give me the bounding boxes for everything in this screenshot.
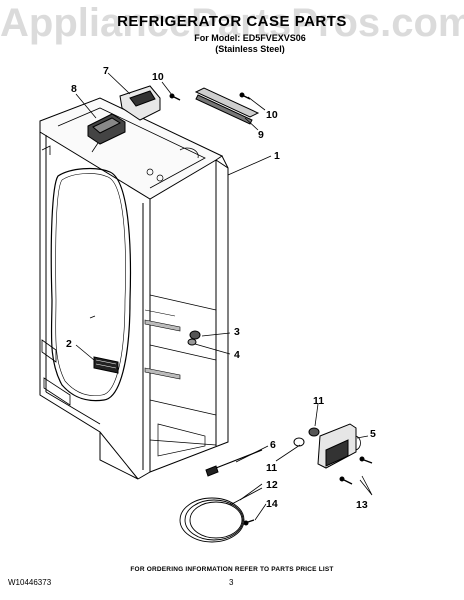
part-10-screws: [169, 92, 251, 101]
callout-10-right: 10: [266, 109, 278, 121]
part-13-screws: [339, 456, 373, 485]
page-title: REFRIGERATOR CASE PARTS: [117, 13, 347, 30]
document-id: W10446373: [8, 578, 52, 587]
part-5-handle: [317, 423, 361, 469]
callout-13: 13: [356, 499, 368, 511]
callout-9: 9: [258, 129, 264, 141]
part-11-fasteners: [293, 427, 320, 447]
ordering-note: FOR ORDERING INFORMATION REFER TO PARTS …: [130, 566, 334, 573]
callout-4: 4: [234, 349, 240, 361]
part-7-bracket: [119, 85, 161, 121]
refrigerator-case: [39, 97, 229, 480]
part-6-tube: [205, 449, 263, 477]
watermark: AppliancePartsPros.com: [0, 1, 464, 45]
callout-12: 12: [266, 479, 278, 491]
callout-14: 14: [266, 498, 278, 510]
part-2-module: [93, 356, 119, 374]
part-14-screw: [243, 519, 255, 526]
leader-lines: [75, 72, 373, 521]
callout-1: 1: [274, 150, 280, 162]
callout-numbers: 1 2 3 4 5 6 7 8 9 10 10 11 11 12 13 14: [66, 65, 376, 511]
part-9-trim: [194, 87, 260, 125]
callout-3: 3: [234, 326, 240, 338]
callout-10-top: 10: [152, 71, 164, 83]
callout-6: 6: [270, 439, 276, 451]
part-3-4-fasteners: [187, 330, 201, 346]
page-number: 3: [229, 578, 234, 587]
callout-11-lower: 11: [266, 462, 277, 474]
callout-5: 5: [370, 428, 376, 440]
callout-8: 8: [71, 83, 77, 95]
callout-7: 7: [103, 65, 109, 77]
part-12-water-line: [179, 487, 263, 543]
callout-11-upper: 11: [313, 395, 324, 407]
model-line: For Model: ED5FVEXVS06: [194, 33, 306, 43]
callout-2: 2: [66, 338, 72, 350]
finish-line: (Stainless Steel): [215, 44, 285, 54]
part-8-housing: [87, 113, 126, 153]
